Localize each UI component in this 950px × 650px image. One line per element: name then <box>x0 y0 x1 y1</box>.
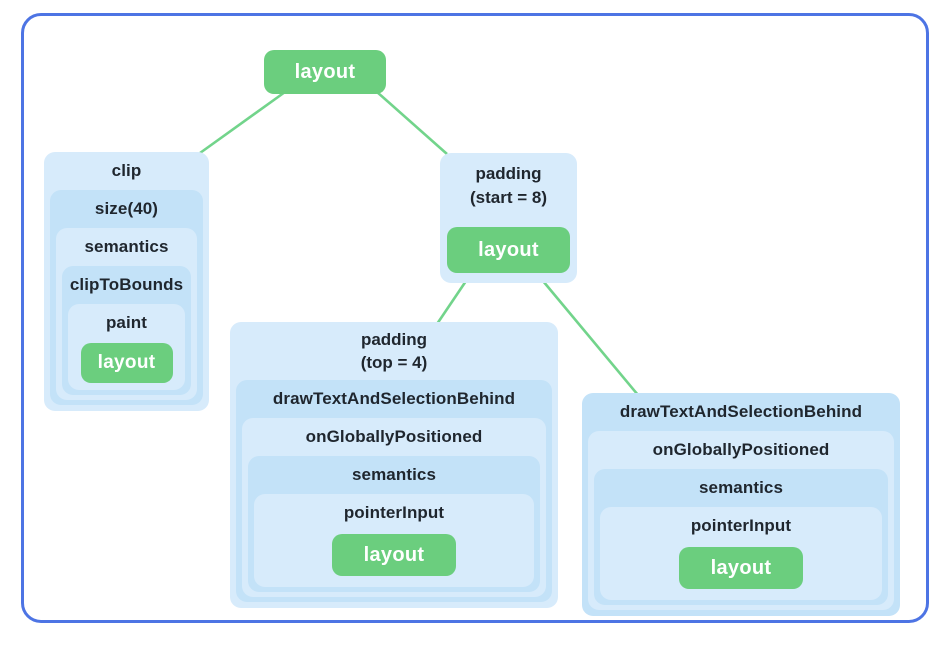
node-label-drawtext-right: drawTextAndSelectionBehind <box>619 402 863 421</box>
node-drawtext-chain: drawTextAndSelectionBehind onGloballyPos… <box>582 393 900 616</box>
node-label-ongloballypositioned-right: onGloballyPositioned <box>652 440 830 459</box>
node-layout-leaf-clip: layout <box>80 343 173 383</box>
node-label-pointerinput-right: pointerInput <box>690 516 792 535</box>
node-drawtext-mid: drawTextAndSelectionBehind onGloballyPos… <box>236 380 552 602</box>
node-label-padding-top: padding (top = 4) <box>360 330 428 372</box>
node-semantics-mid: semantics pointerInput layout <box>248 456 540 592</box>
node-label-semantics: semantics <box>84 237 169 256</box>
node-size: size(40) semantics clipToBounds paint la… <box>50 190 203 405</box>
connector-line <box>376 91 448 155</box>
node-label-clip: clip <box>111 161 142 180</box>
node-label-paint: paint <box>105 313 148 332</box>
node-label-semantics-right: semantics <box>698 478 784 497</box>
node-semantics: semantics clipToBounds paint layout <box>56 228 197 400</box>
node-ongloballypositioned-right: onGloballyPositioned semantics pointerIn… <box>588 431 894 610</box>
connector-line <box>542 280 639 396</box>
node-label-padding-start: padding (start = 8) <box>470 164 547 207</box>
node-label-pointerinput-mid: pointerInput <box>343 503 445 522</box>
node-layout-leaf-mid: layout <box>332 534 456 576</box>
node-label-ongloballypositioned-mid: onGloballyPositioned <box>305 427 483 446</box>
connector-line <box>435 280 468 325</box>
node-layout-leaf-padding-start: layout <box>447 227 570 273</box>
node-cliptobounds: clipToBounds paint layout <box>62 266 191 395</box>
diagram-frame <box>21 13 929 623</box>
node-label-size: size(40) <box>94 199 159 218</box>
node-layout-root: layout <box>264 50 386 94</box>
node-semantics-right: semantics pointerInput layout <box>594 469 888 605</box>
node-padding-top-chain: padding (top = 4) drawTextAndSelectionBe… <box>230 322 558 608</box>
connector-line <box>199 90 286 155</box>
node-paint: paint layout <box>68 304 185 390</box>
node-layout-leaf-right: layout <box>679 547 803 589</box>
node-label-drawtext-mid: drawTextAndSelectionBehind <box>272 389 516 408</box>
node-clip-chain: clip size(40) semantics clipToBounds pai… <box>44 152 209 411</box>
node-padding-start: padding (start = 8) layout <box>440 153 577 283</box>
node-pointerinput-right: pointerInput layout <box>600 507 882 600</box>
node-pointerinput-mid: pointerInput layout <box>254 494 534 587</box>
node-ongloballypositioned-mid: onGloballyPositioned semantics pointerIn… <box>242 418 546 597</box>
node-label-cliptobounds: clipToBounds <box>69 275 184 294</box>
node-label-semantics-mid: semantics <box>351 465 437 484</box>
